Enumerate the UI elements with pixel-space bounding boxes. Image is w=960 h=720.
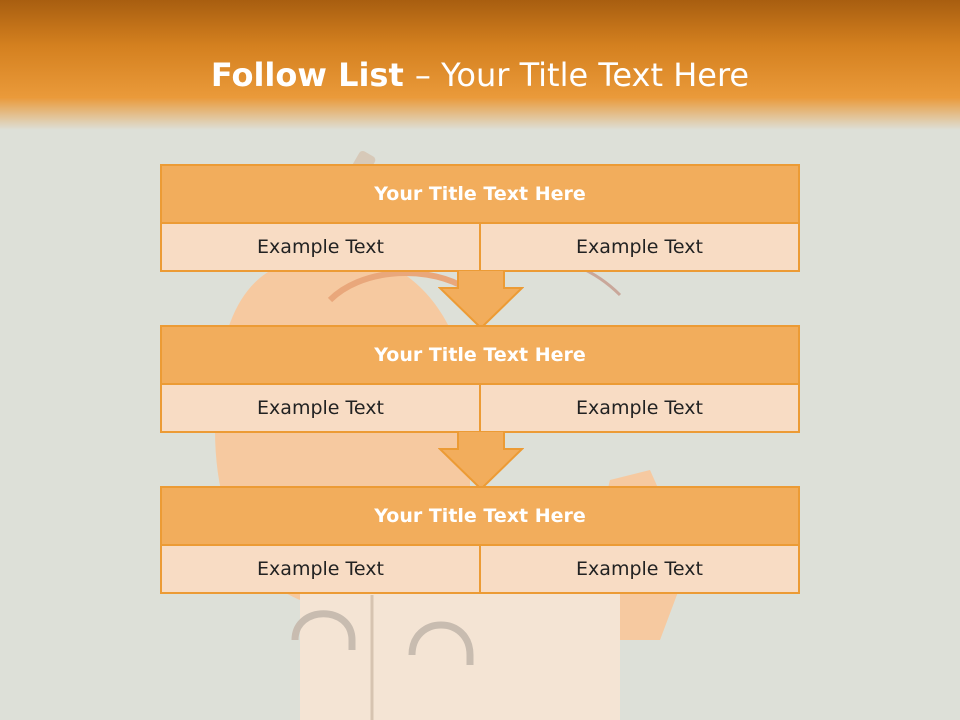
slide-title-rest: – Your Title Text Here: [414, 56, 750, 94]
block-row: Example Text Example Text: [162, 224, 798, 270]
block-row: Example Text Example Text: [162, 385, 798, 431]
down-arrow-icon: [438, 270, 524, 330]
block-title: Your Title Text Here: [162, 327, 798, 385]
slide-title-bold: Follow List: [210, 56, 415, 94]
list-block-1: Your Title Text Here Example Text Exampl…: [160, 164, 800, 272]
down-arrow-icon: [438, 431, 524, 491]
block-title: Your Title Text Here: [162, 166, 798, 224]
block-cell-left: Example Text: [257, 558, 384, 580]
block-cell-right: Example Text: [479, 224, 798, 270]
block-row: Example Text Example Text: [162, 546, 798, 592]
block-cell-right: Example Text: [479, 385, 798, 431]
block-cell-left: Example Text: [257, 397, 384, 419]
slide-title: Follow List – Your Title Text Here: [0, 55, 960, 95]
list-block-2: Your Title Text Here Example Text Exampl…: [160, 325, 800, 433]
block-cell-right: Example Text: [479, 546, 798, 592]
header-band: [0, 0, 960, 130]
list-block-3: Your Title Text Here Example Text Exampl…: [160, 486, 800, 594]
block-cell-left: Example Text: [257, 236, 384, 258]
block-title: Your Title Text Here: [162, 488, 798, 546]
